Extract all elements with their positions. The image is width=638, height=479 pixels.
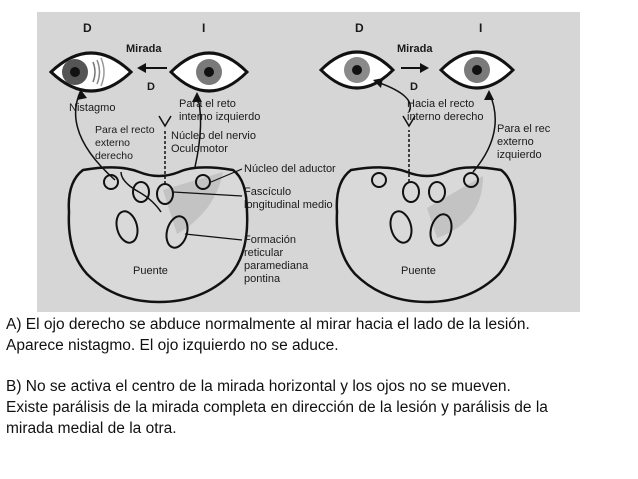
gaze-palsy-diagram: D I Mirada D Nistagmo Para el reto inter… (37, 12, 580, 312)
panel-a-puente-label: Puente (133, 265, 168, 277)
panel-a-formacion-label: Formación reticular paramediana pontina (244, 234, 311, 285)
panel-b-recto-interno-label: Hacia el recto interno derecho (407, 98, 483, 123)
caption-b: B) No se activa el centro de la mirada h… (6, 376, 548, 439)
panel-b-eye-left-label: I (479, 21, 482, 35)
panel-a-abductor-label: Núcleo del aductor (244, 163, 336, 175)
panel-a-left-eye (168, 51, 250, 93)
panel-a-fasciculo-label: Fascículo longitudinal medio (244, 186, 333, 211)
panel-b-recto-externo-label: Para el rec externo izquierdo (497, 123, 553, 161)
panel-b-puente-label: Puente (401, 265, 436, 277)
panel-a-oculomotor-label: Núcleo del nervio Oculomotor (171, 130, 259, 155)
panel-a-eye-left-label: I (202, 21, 205, 35)
panel-a-nistagmo-label: Nistagmo (69, 102, 115, 114)
panel-a-mirada-label: Mirada (126, 43, 162, 55)
panel-a-arrow-d-label: D (147, 81, 155, 93)
panel-b-pons (335, 166, 517, 304)
panel-a: D I Mirada D Nistagmo Para el reto inter… (48, 21, 336, 304)
caption-a-line-1: A) El ojo derecho se abduce normalmente … (6, 316, 530, 333)
caption-a: A) El ojo derecho se abduce normalmente … (6, 314, 530, 356)
panel-b-arrow-d-label: D (410, 81, 418, 93)
panel-a-recto-externo-label: Para el recto externo derecho (95, 124, 157, 162)
caption-b-line-1: B) No se activa el centro de la mirada h… (6, 378, 511, 395)
panel-b-lesion-shading (427, 176, 483, 238)
panel-b-right-eye (318, 50, 396, 90)
panel-b-mirada-label: Mirada (397, 43, 433, 55)
panel-a-right-eye (48, 51, 134, 93)
caption-a-line-2: Aparece nistagmo. El ojo izquierdo no se… (6, 337, 339, 354)
panel-b-eye-right-label: D (355, 21, 364, 35)
panel-b: D I Mirada D Hacia el recto interno dere… (318, 21, 553, 304)
caption-b-line-2: Existe parálisis de la mirada completa e… (6, 399, 548, 416)
panel-b-left-eye (438, 50, 516, 90)
panel-a-eye-right-label: D (83, 21, 92, 35)
caption-b-line-3: mirada medial de la otra. (6, 420, 177, 437)
